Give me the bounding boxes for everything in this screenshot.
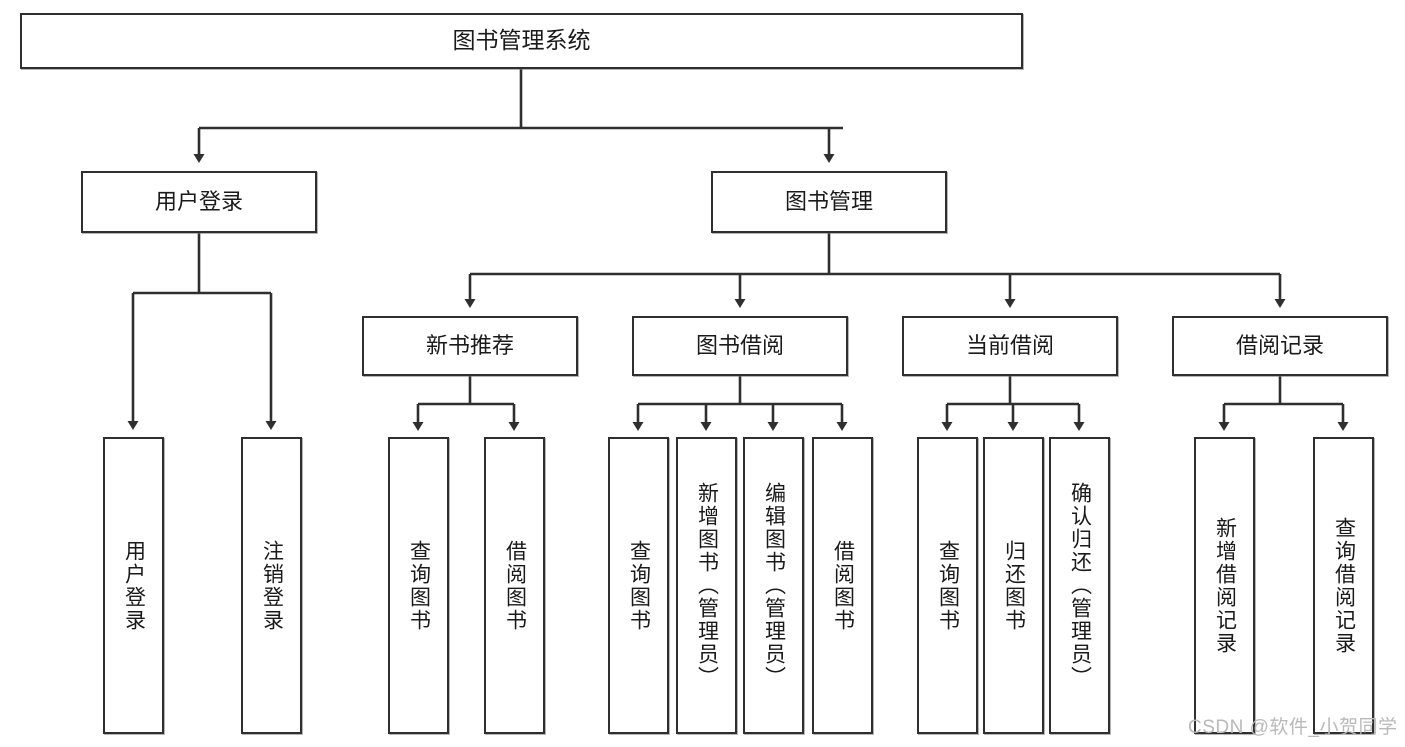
- node-root-system[interactable]: 图书管理系统: [20, 13, 1023, 69]
- leaf-recommend-query-book[interactable]: 查询图书: [388, 437, 449, 734]
- node-label: 新增借阅记录: [1213, 516, 1237, 655]
- leaf-current-confirm-return[interactable]: 确认归还（管理员）: [1049, 437, 1110, 734]
- node-label: 注销登录: [260, 539, 284, 632]
- leaf-current-query-book[interactable]: 查询图书: [917, 437, 978, 734]
- node-label: 图书管理系统: [452, 27, 591, 54]
- node-label: 用户登录: [122, 539, 146, 632]
- node-label: 借阅图书: [503, 539, 527, 632]
- node-borrow-record[interactable]: 借阅记录: [1172, 316, 1388, 376]
- node-new-book-recommend[interactable]: 新书推荐: [362, 316, 578, 376]
- node-label: 借阅图书: [831, 539, 855, 632]
- node-label: 归还图书: [1002, 539, 1026, 632]
- node-label: 图书借阅: [695, 333, 784, 359]
- leaf-current-return-book[interactable]: 归还图书: [983, 437, 1044, 734]
- node-book-management[interactable]: 图书管理: [711, 171, 947, 233]
- node-label: 新增图书（管理员）: [695, 482, 719, 689]
- leaf-record-query-record[interactable]: 查询借阅记录: [1313, 437, 1374, 734]
- node-label: 当前借阅: [965, 333, 1054, 359]
- node-label: 借阅记录: [1235, 333, 1324, 359]
- leaf-recommend-borrow-book[interactable]: 借阅图书: [484, 437, 545, 734]
- leaf-borrow-query-book[interactable]: 查询图书: [608, 437, 669, 734]
- node-label: 查询图书: [627, 539, 651, 632]
- leaf-borrow-add-book[interactable]: 新增图书（管理员）: [676, 437, 737, 734]
- node-label: 图书管理: [784, 189, 873, 215]
- node-label: 确认归还（管理员）: [1068, 482, 1092, 689]
- leaf-user-login-login[interactable]: 用户登录: [103, 437, 164, 734]
- node-book-borrow[interactable]: 图书借阅: [632, 316, 848, 376]
- node-label: 查询图书: [407, 539, 431, 632]
- node-label: 新书推荐: [425, 333, 514, 359]
- node-label: 查询借阅记录: [1332, 516, 1356, 655]
- leaf-borrow-borrow-book[interactable]: 借阅图书: [812, 437, 873, 734]
- node-user-login[interactable]: 用户登录: [81, 171, 317, 233]
- node-label: 编辑图书（管理员）: [762, 482, 786, 689]
- leaf-record-add-record[interactable]: 新增借阅记录: [1194, 437, 1255, 734]
- node-current-borrow[interactable]: 当前借阅: [902, 316, 1118, 376]
- node-label: 用户登录: [154, 189, 243, 215]
- node-label: 查询图书: [936, 539, 960, 632]
- leaf-borrow-edit-book[interactable]: 编辑图书（管理员）: [743, 437, 804, 734]
- leaf-user-login-logout[interactable]: 注销登录: [241, 437, 302, 734]
